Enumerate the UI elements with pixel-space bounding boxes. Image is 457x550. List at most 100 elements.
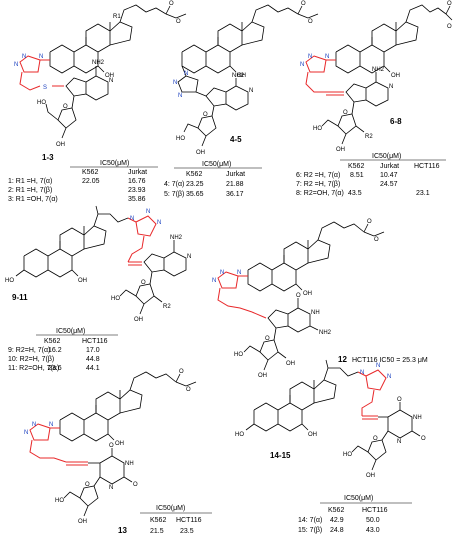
atom-n: N bbox=[184, 71, 188, 77]
atom-r1: R1 bbox=[113, 14, 121, 20]
atom-n: N bbox=[22, 54, 26, 60]
col-header: K562 bbox=[328, 507, 344, 514]
uracil-ring bbox=[93, 448, 133, 487]
compound-panel-13: O O OH N N N O NH O N O HO OH bbox=[24, 369, 212, 535]
ic50-header: IC50(μM) bbox=[372, 153, 401, 160]
row-name: 3: R1 =OH, 7(α) bbox=[8, 196, 58, 203]
atom-nh2: NH2 bbox=[92, 60, 105, 66]
atom-n: N bbox=[387, 374, 391, 380]
atom-n: N bbox=[237, 270, 241, 276]
triazole-linker bbox=[357, 369, 388, 420]
deoxyribose-ring bbox=[321, 113, 365, 145]
atom-r2: R2 bbox=[163, 304, 171, 310]
row-name: 1: R1 =H, 7(α) bbox=[8, 178, 52, 185]
compound-panel-4-5: O O OH N N N NH2 N O HO OH 4-5 IC50(μM) … bbox=[164, 1, 319, 198]
steroid-skeleton bbox=[181, 4, 319, 74]
atom-o: O bbox=[447, 24, 452, 30]
atom-n: N bbox=[249, 88, 253, 94]
atom-nh2: NH2 bbox=[319, 330, 332, 336]
steroid-skeleton bbox=[59, 371, 197, 442]
cell-value: 42.9 bbox=[330, 517, 344, 524]
cell-value: 23.6 bbox=[48, 365, 62, 372]
uracil-ring bbox=[381, 402, 421, 441]
atom-nh2: NH2 bbox=[232, 73, 245, 79]
atom-o: O bbox=[179, 369, 184, 375]
atom-n: N bbox=[49, 422, 53, 428]
atom-oh: OH bbox=[134, 317, 143, 323]
atom-n: N bbox=[32, 422, 36, 428]
atom-ho: HO bbox=[55, 498, 64, 504]
atom-oh: OH bbox=[308, 432, 317, 438]
cell-value: 21.5 bbox=[150, 528, 164, 535]
triazole bbox=[177, 65, 199, 93]
atom-n: N bbox=[39, 54, 43, 60]
atom-oh: OH bbox=[286, 361, 295, 367]
adenine-ring bbox=[65, 66, 109, 109]
cell-value: 35.86 bbox=[128, 196, 146, 203]
cell-value: 44.1 bbox=[86, 365, 100, 372]
cell-value: 44.8 bbox=[86, 356, 100, 363]
cell-value: 10.47 bbox=[380, 172, 398, 179]
atom-o: O bbox=[296, 293, 301, 299]
cell-value: 36.17 bbox=[226, 191, 244, 198]
atom-n: N bbox=[308, 54, 312, 60]
deoxyribose-ring bbox=[63, 485, 99, 517]
atom-ho: HO bbox=[313, 126, 322, 132]
atom-n: N bbox=[157, 220, 161, 226]
atom-oh: OH bbox=[56, 142, 65, 148]
deoxyribose-ring bbox=[119, 283, 163, 315]
col-header: K562 bbox=[348, 163, 364, 170]
atom-n: N bbox=[300, 62, 304, 68]
col-header: K562 bbox=[186, 171, 202, 178]
atom-n: N bbox=[109, 485, 113, 491]
row-name: 14: 7(α) bbox=[298, 517, 322, 524]
atom-n: N bbox=[173, 80, 177, 86]
atom-o: O bbox=[85, 482, 90, 488]
ic50-header: IC50(μM) bbox=[156, 505, 185, 512]
atom-n: N bbox=[376, 363, 380, 369]
atom-n: N bbox=[389, 84, 393, 90]
cell-value: 23.1 bbox=[416, 190, 430, 197]
atom-oh: OH bbox=[258, 373, 267, 379]
row-name: 11: R2=OH, 7(α) bbox=[8, 365, 59, 372]
atom-o: O bbox=[141, 280, 146, 286]
atom-ho: HO bbox=[234, 352, 243, 358]
cell-value: 43.5 bbox=[348, 190, 362, 197]
atom-n: N bbox=[360, 370, 364, 376]
atom-ho: HO bbox=[235, 432, 244, 438]
col-header: HCT116 bbox=[82, 338, 108, 345]
atom-oh: OH bbox=[105, 73, 114, 79]
atom-o: O bbox=[301, 1, 306, 7]
compound-label: 4-5 bbox=[230, 135, 242, 144]
row-name: 10: R2=H, 7(β) bbox=[8, 356, 54, 363]
compound-panel-9-11: HO OH N N N NH2 N O HO OH R2 9-11 bbox=[5, 205, 191, 372]
atom-nh2: NH2 bbox=[372, 67, 385, 73]
cell-value: 24.8 bbox=[330, 527, 344, 534]
deoxyribose-ring bbox=[183, 115, 217, 147]
col-header: Jurkat bbox=[128, 169, 147, 176]
atom-ho: HO bbox=[343, 452, 352, 458]
atom-o: O bbox=[63, 104, 68, 110]
atom-n: N bbox=[14, 62, 18, 68]
triazole-linker bbox=[19, 55, 64, 91]
adenine-ring bbox=[195, 78, 249, 117]
atom-o: O bbox=[447, 1, 452, 7]
col-header: K562 bbox=[150, 517, 166, 524]
triazole-linker bbox=[305, 55, 344, 96]
atom-o: O bbox=[169, 1, 174, 7]
atom-nh2: NH2 bbox=[170, 235, 183, 241]
col-header: HCT116 bbox=[176, 517, 202, 524]
atom-n: N bbox=[146, 209, 150, 215]
col-header: Jurkat bbox=[226, 171, 245, 178]
atom-ho: HO bbox=[111, 296, 120, 302]
compound-label: 14-15 bbox=[270, 451, 291, 460]
atom-oh: OH bbox=[196, 150, 205, 156]
col-header: HCT116 bbox=[414, 163, 440, 170]
compound-label: 6-8 bbox=[390, 117, 402, 126]
atom-nh: NH bbox=[413, 415, 422, 421]
col-header: HCT116 bbox=[362, 507, 388, 514]
compound-label: 1-3 bbox=[42, 153, 54, 162]
atom-o: O bbox=[367, 219, 372, 225]
row-name: 5: 7(β) bbox=[164, 191, 184, 198]
